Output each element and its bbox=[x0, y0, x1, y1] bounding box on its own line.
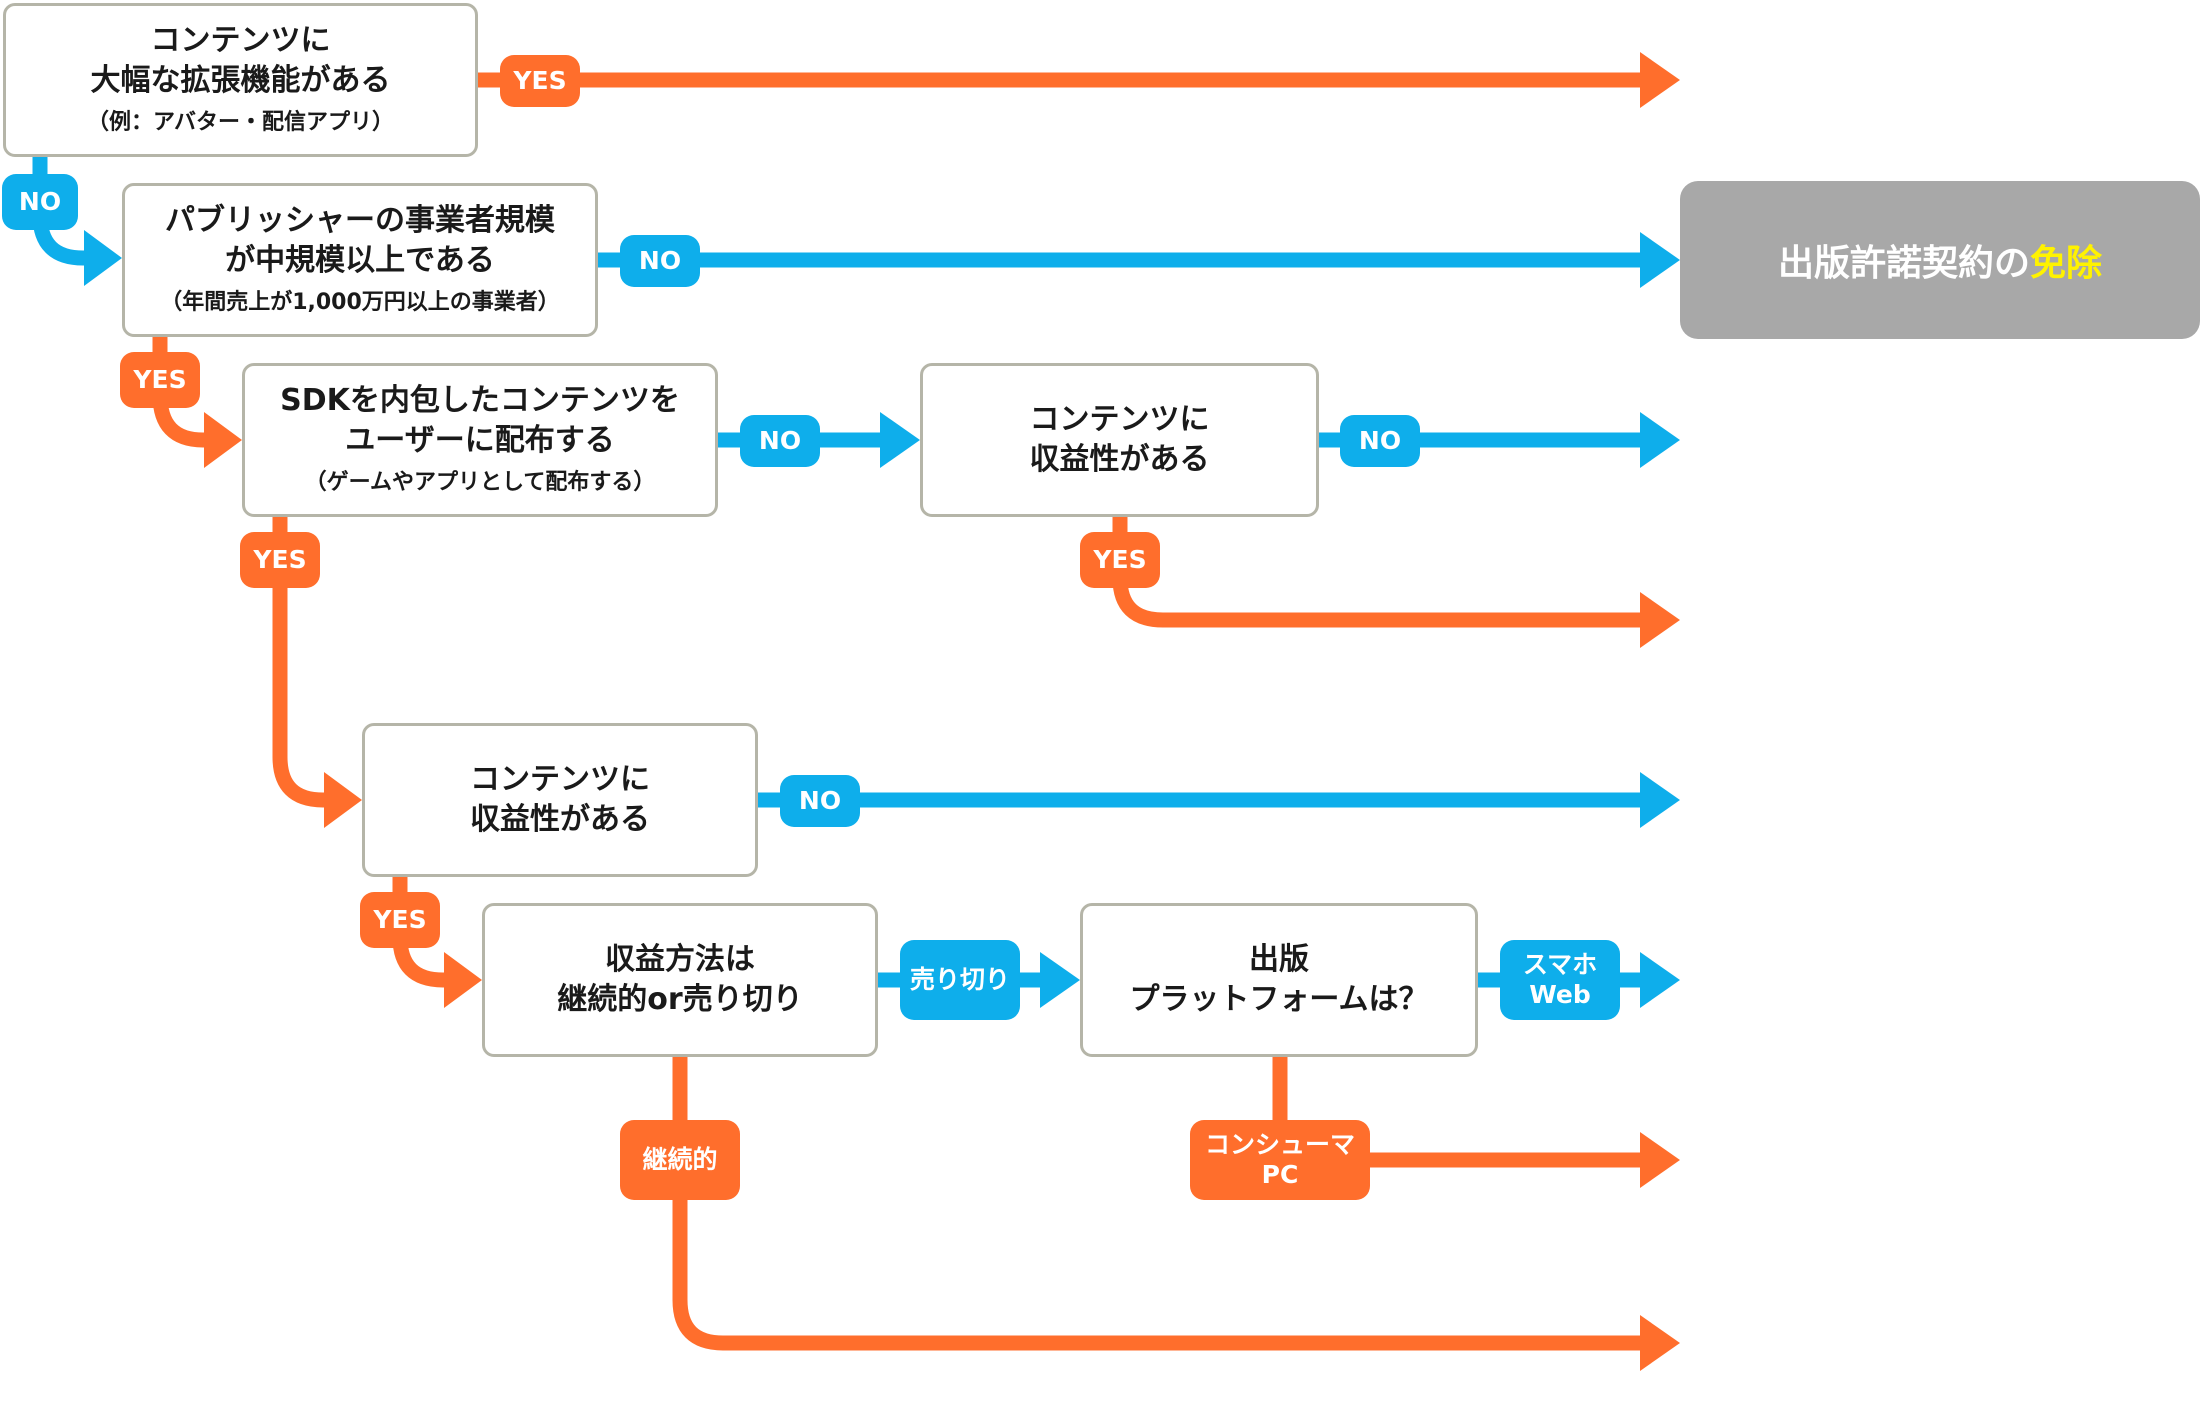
box-text: 大幅な拡張機能がある bbox=[90, 63, 391, 98]
arrowhead bbox=[1640, 412, 1680, 468]
box-text: SDKを内包したコンテンツを bbox=[280, 383, 680, 418]
decision-box-platform: 出版 プラットフォームは？ bbox=[1080, 903, 1478, 1057]
arrowhead bbox=[1640, 772, 1680, 828]
box-text: 収益方法は bbox=[605, 942, 755, 977]
arrowhead bbox=[1040, 952, 1080, 1008]
box-text: ユーザーに配布する bbox=[345, 423, 615, 458]
yes-label: YES bbox=[500, 55, 580, 107]
decision-box-publisher-scale: パブリッシャーの事業者規模 が中規模以上である （年間売上が1,000万円以上の… bbox=[122, 183, 598, 337]
box-text: 収益性がある bbox=[470, 802, 650, 837]
no-label: NO bbox=[780, 775, 860, 827]
decision-box-extension: コンテンツに 大幅な拡張機能がある （例：アバター・配信アプリ） bbox=[3, 3, 478, 157]
box-text: が中規模以上である bbox=[225, 243, 495, 278]
box-text: 継続的or売り切り bbox=[557, 982, 803, 1017]
box-subtext: （例：アバター・配信アプリ） bbox=[86, 110, 395, 135]
decision-box-sdk-distribution: SDKを内包したコンテンツを ユーザーに配布する （ゲームやアプリとして配布する… bbox=[242, 363, 718, 517]
label-text: スマホ bbox=[1522, 950, 1598, 979]
arrow-q6-keizoku bbox=[672, 1057, 1645, 1351]
label-text: Web bbox=[1529, 980, 1591, 1009]
no-label: NO bbox=[2, 174, 78, 230]
arrowhead bbox=[204, 412, 242, 468]
urikiri-label: 売り切り bbox=[900, 940, 1020, 1020]
box-text: コンテンツに bbox=[470, 762, 650, 797]
arrowhead bbox=[880, 412, 920, 468]
decision-box-revenue-method: 収益方法は 継続的or売り切り bbox=[482, 903, 878, 1057]
arrowhead bbox=[444, 952, 482, 1008]
arrowhead bbox=[1640, 1132, 1680, 1188]
label-text: PC bbox=[1261, 1160, 1299, 1189]
arrowhead bbox=[1640, 952, 1680, 1008]
arrow-q3-yes bbox=[272, 517, 332, 808]
box-text: 出版 bbox=[1249, 942, 1309, 977]
arrowhead bbox=[1640, 232, 1680, 288]
box-text: コンテンツに bbox=[1029, 402, 1210, 437]
arrowhead bbox=[1640, 52, 1680, 108]
box-text: コンテンツに bbox=[150, 23, 331, 58]
yes-label: YES bbox=[1080, 532, 1160, 588]
no-label: NO bbox=[620, 235, 700, 287]
yes-label: YES bbox=[360, 892, 440, 948]
decision-box-profitability-2: コンテンツに 収益性がある bbox=[362, 723, 758, 877]
result-box-exemption: 出版許諾契約の免除 bbox=[1680, 181, 2200, 339]
arrowhead bbox=[324, 772, 362, 828]
yes-label: YES bbox=[240, 532, 320, 588]
yes-label: YES bbox=[120, 352, 200, 408]
box-subtext: （ゲームやアプリとして配布する） bbox=[304, 470, 656, 495]
box-text: 収益性がある bbox=[1029, 442, 1210, 477]
consumer-pc-label: コンシューマ PC bbox=[1190, 1120, 1370, 1200]
no-label: NO bbox=[1340, 415, 1420, 467]
box-text: プラットフォームは？ bbox=[1129, 982, 1429, 1017]
smartphone-web-label: スマホ Web bbox=[1500, 940, 1620, 1020]
box-subtext: （年間売上が1,000万円以上の事業者） bbox=[160, 290, 560, 315]
decision-box-profitability-1: コンテンツに 収益性がある bbox=[920, 363, 1319, 517]
arrow-q4-yes bbox=[1112, 517, 1645, 628]
keizoku-label: 継続的 bbox=[620, 1120, 740, 1200]
result-highlight-text: 免除 bbox=[2030, 243, 2103, 284]
label-text: コンシューマ bbox=[1204, 1130, 1355, 1159]
result-text: 出版許諾契約の bbox=[1777, 243, 2030, 284]
arrowhead bbox=[1640, 592, 1680, 648]
box-text: パブリッシャーの事業者規模 bbox=[165, 203, 555, 238]
no-label: NO bbox=[740, 415, 820, 467]
arrowhead bbox=[84, 230, 122, 286]
arrowhead bbox=[1640, 1315, 1680, 1371]
